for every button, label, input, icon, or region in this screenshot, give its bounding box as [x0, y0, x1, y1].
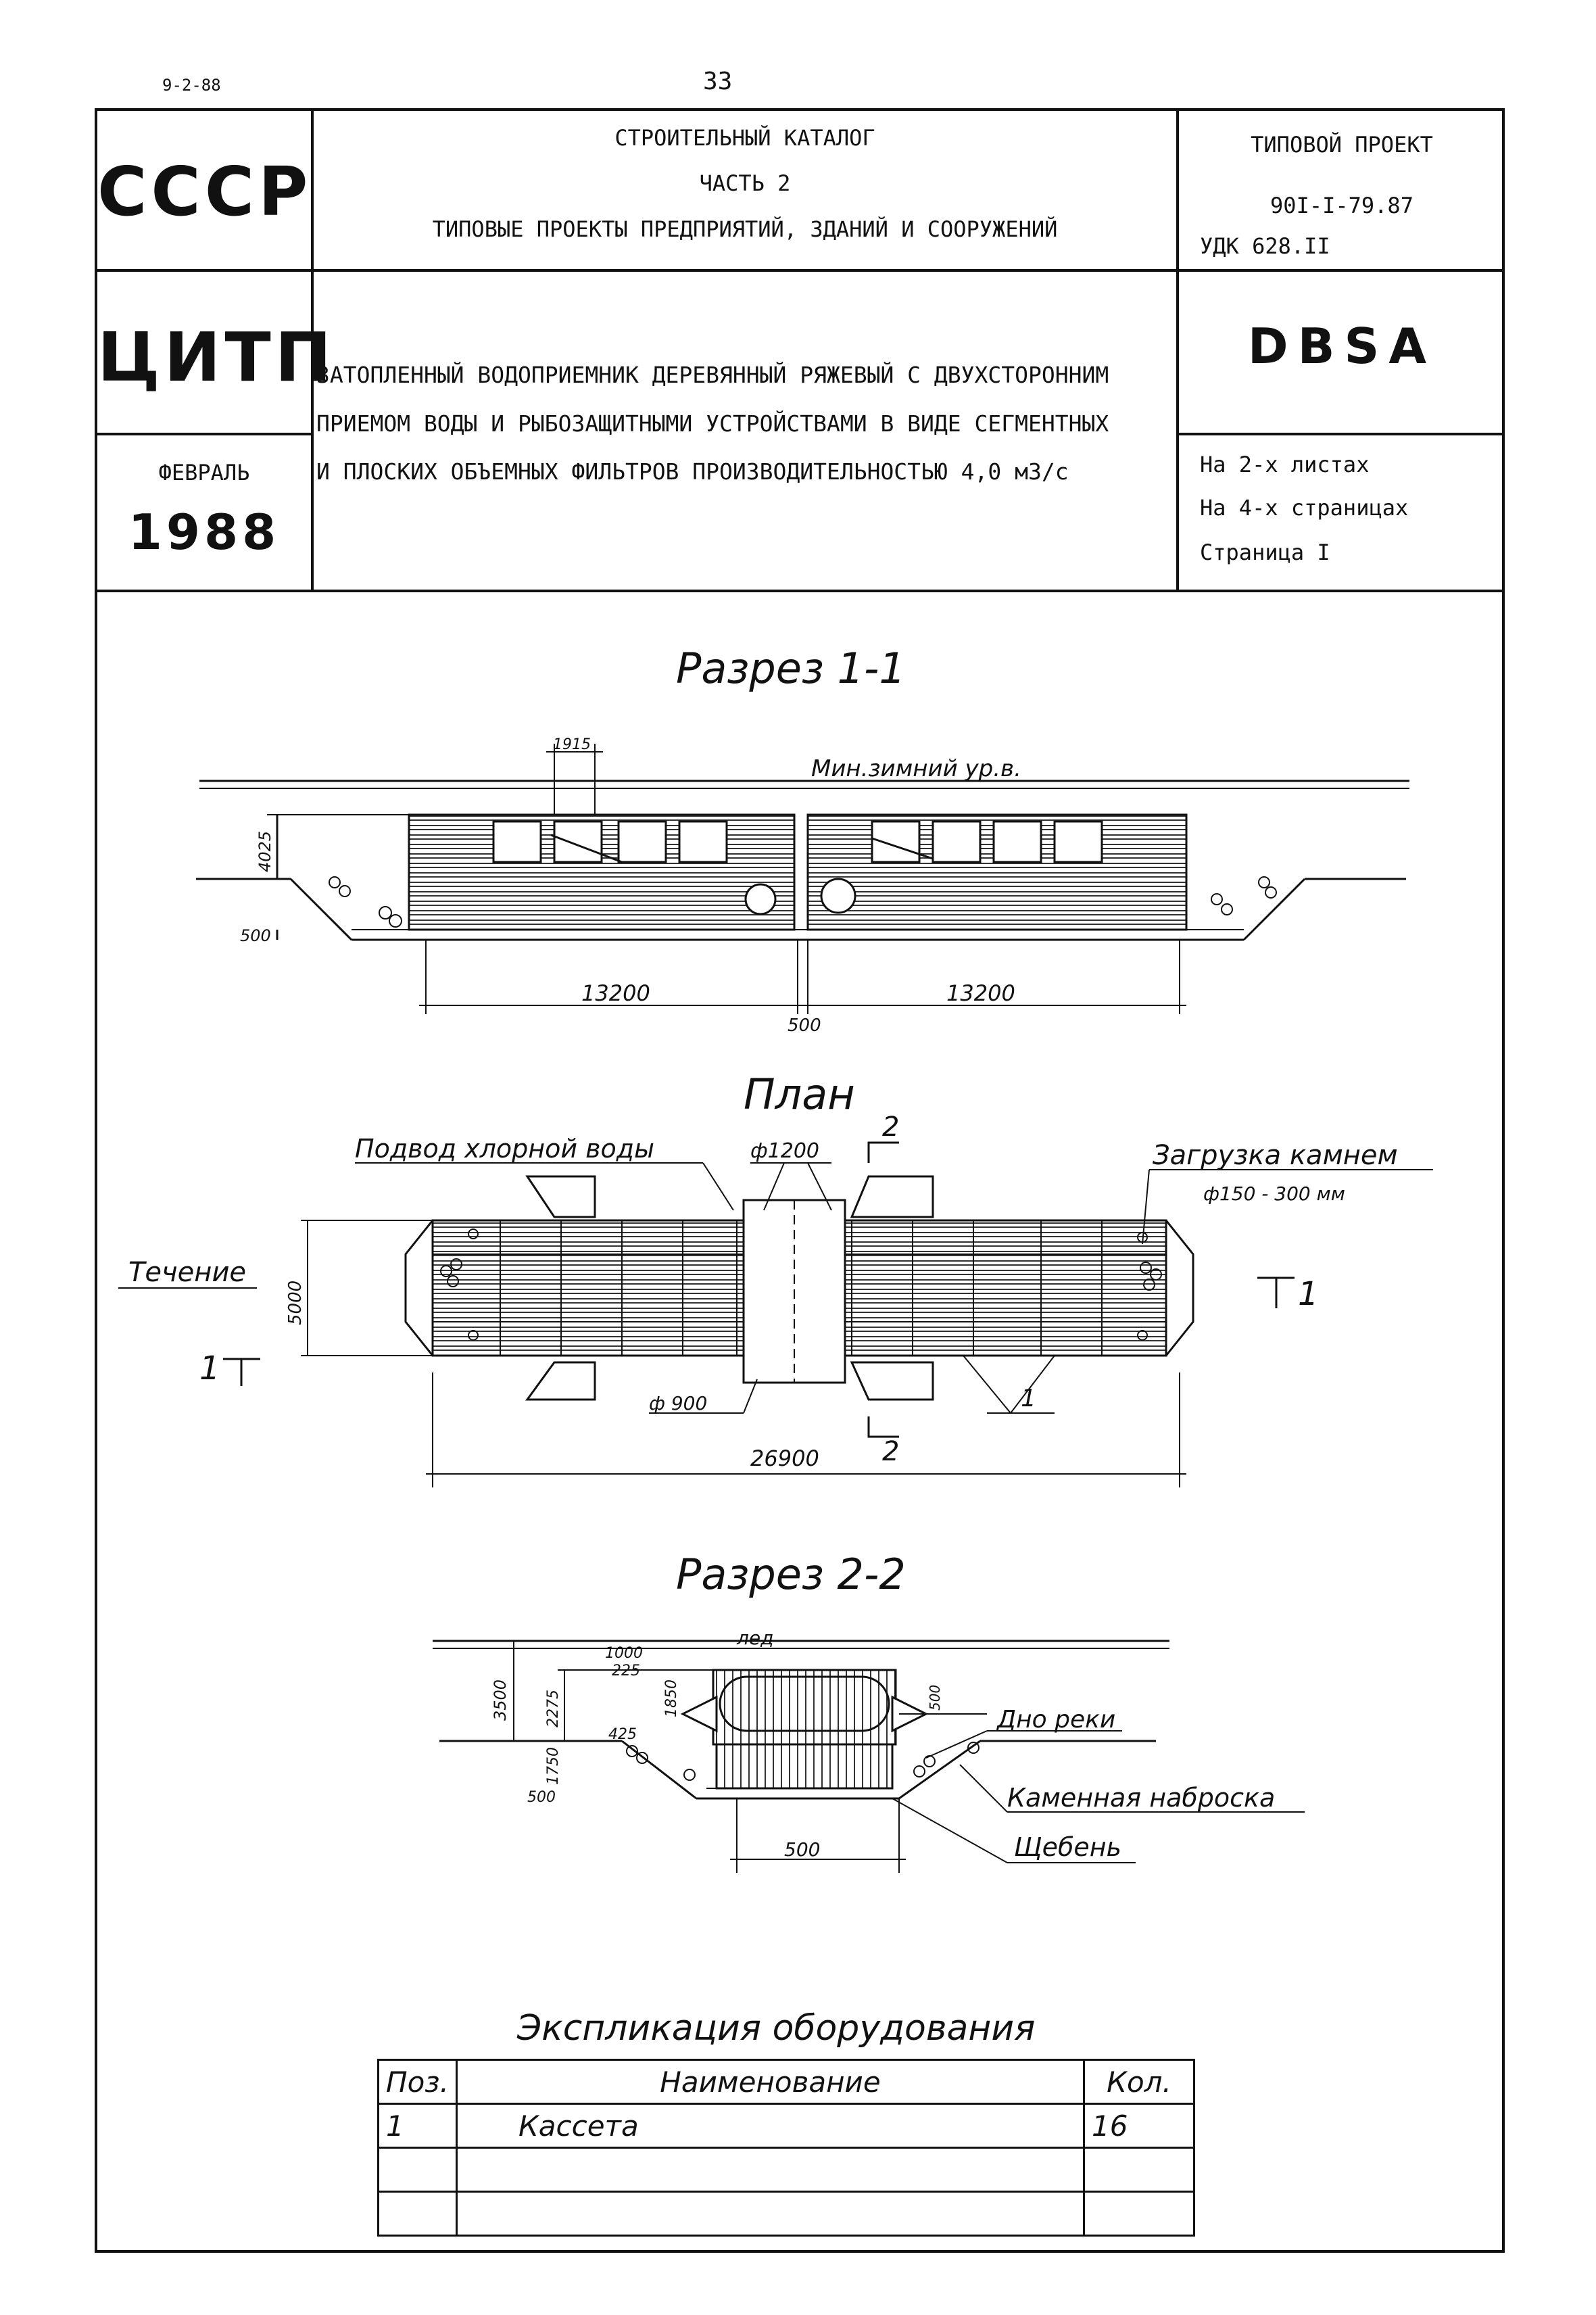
section1-dim-top: 1915	[553, 736, 591, 753]
section2-title: Разрез 2-2	[676, 1550, 906, 1599]
header-divider-3	[1179, 433, 1505, 435]
cell-pos: 1	[377, 2103, 458, 2149]
plan-pipe-label: ф1200	[750, 1139, 819, 1163]
project-label: ТИПОВОЙ ПРОЕКТ	[1251, 132, 1433, 158]
plan-item-label: 1	[1021, 1385, 1036, 1412]
header-col-1	[311, 108, 314, 591]
cell-name	[455, 2191, 1086, 2237]
plan-stone-label: Загрузка камнем	[1153, 1140, 1398, 1171]
section1-title: Разрез 1-1	[676, 644, 906, 693]
explication-header-row: Поз. Наименование Кол.	[377, 2059, 1195, 2105]
explication-table: Поз. Наименование Кол. 1 Кассета 16	[377, 2059, 1195, 2237]
cell-name	[455, 2147, 1086, 2193]
section1-dim-left: 13200	[581, 980, 650, 1006]
table-row: 1 Кассета 16	[377, 2103, 1195, 2149]
drawing-frame	[95, 108, 1505, 2253]
table-row	[377, 2191, 1195, 2237]
section2-riverbed-label: Дно реки	[996, 1706, 1115, 1734]
cell-qty	[1083, 2147, 1195, 2193]
plan-mark-right: 1	[1298, 1275, 1319, 1313]
plan-mark-left: 1	[199, 1350, 220, 1387]
plan-length-dim: 26900	[750, 1446, 819, 1471]
section2-stone-label: Каменная наброска	[1007, 1783, 1275, 1813]
plan-section-mark-bottom: 2	[882, 1436, 899, 1467]
plan-section-mark-top: 2	[882, 1112, 899, 1143]
section2-dim-3500: 3500	[491, 1679, 510, 1721]
plan-title: План	[744, 1070, 855, 1119]
catalog-line-3: ТИПОВЫЕ ПРОЕКТЫ ПРЕДПРИЯТИЙ, ЗДАНИЙ И СО…	[432, 216, 1058, 242]
col-header-qty: Кол.	[1083, 2059, 1195, 2105]
section2-dim-500v: 500	[927, 1685, 943, 1711]
explication-title: Экспликация оборудования	[517, 2008, 1036, 2049]
section-1-1	[196, 744, 1409, 1014]
section2-dim-1000: 1000	[605, 1645, 643, 1662]
plan-chlorine-label: Подвод хлорной воды	[355, 1134, 654, 1164]
plan-width-dim: 5000	[285, 1281, 306, 1325]
cell-pos	[377, 2147, 458, 2193]
section1-dim-gap: 500	[788, 1016, 821, 1036]
section2-ice-label: лед	[736, 1627, 773, 1649]
org-ussr: СССР	[97, 152, 312, 231]
section1-level-label: Мин.зимний ур.в.	[811, 755, 1021, 782]
month: ФЕВРАЛЬ	[158, 460, 250, 485]
cell-qty: 16	[1083, 2103, 1195, 2149]
section2-dim-225: 225	[612, 1663, 640, 1679]
section1-dim-base: 500	[240, 926, 271, 945]
plan-view	[118, 1141, 1433, 1487]
section2-dim-500b: 500	[784, 1838, 820, 1861]
doc-code: 9-2-88	[162, 76, 221, 95]
year: 1988	[128, 504, 281, 560]
cell-pos	[377, 2191, 458, 2237]
sheets-count: На 2-х листах	[1200, 452, 1370, 477]
cell-name: Кассета	[455, 2103, 1086, 2149]
cell-qty	[1083, 2191, 1195, 2237]
section-2-2	[433, 1640, 1305, 1873]
header-col-2	[1176, 108, 1179, 591]
section2-gravel-label: Щебень	[1014, 1832, 1121, 1862]
plan-pipe2-label: ф 900	[649, 1392, 707, 1414]
project-number: 90I-I-79.87	[1270, 193, 1413, 218]
col-header-name: Наименование	[455, 2059, 1086, 2105]
catalog-line-1: СТРОИТЕЛЬНЫЙ КАТАЛОГ	[614, 125, 875, 151]
page-number: 33	[703, 68, 733, 95]
doc-code-dbsa: DBSA	[1247, 318, 1436, 375]
section2-dim-425: 425	[608, 1726, 637, 1743]
section2-dim-1850: 1850	[663, 1679, 680, 1717]
catalog-line-2: ЧАСТЬ 2	[699, 170, 791, 196]
section1-dim-right: 13200	[946, 980, 1015, 1006]
section2-dim-500: 500	[527, 1789, 556, 1806]
table-row	[377, 2147, 1195, 2193]
header-divider-1	[95, 269, 1505, 272]
plan-flow-label: Течение	[128, 1257, 246, 1288]
title-line-3: И ПЛОСКИХ ОБЪЕМНЫХ ФИЛЬТРОВ ПРОИЗВОДИТЕЛ…	[316, 458, 1069, 485]
col-header-pos: Поз.	[377, 2059, 458, 2105]
header-divider-2	[95, 433, 314, 435]
section2-dim-1750: 1750	[545, 1747, 562, 1785]
udk: УДК 628.II	[1200, 233, 1330, 259]
pages-count: На 4-х страницах	[1200, 495, 1409, 521]
header-bottom	[95, 590, 1505, 592]
title-line-1: ЗАТОПЛЕННЫЙ ВОДОПРИЕМНИК ДЕРЕВЯННЫЙ РЯЖЕ…	[316, 362, 1109, 388]
section1-dim-height: 4025	[256, 831, 274, 872]
org-citp: ЦИТП	[97, 318, 336, 397]
title-line-2: ПРИЕМОМ ВОДЫ И РЫБОЗАЩИТНЫМИ УСТРОЙСТВАМ…	[316, 410, 1109, 437]
plan-stone-size: ф150 - 300 мм	[1203, 1183, 1345, 1205]
page-indicator: Страница I	[1200, 540, 1330, 565]
section2-dim-2275: 2275	[545, 1690, 562, 1727]
